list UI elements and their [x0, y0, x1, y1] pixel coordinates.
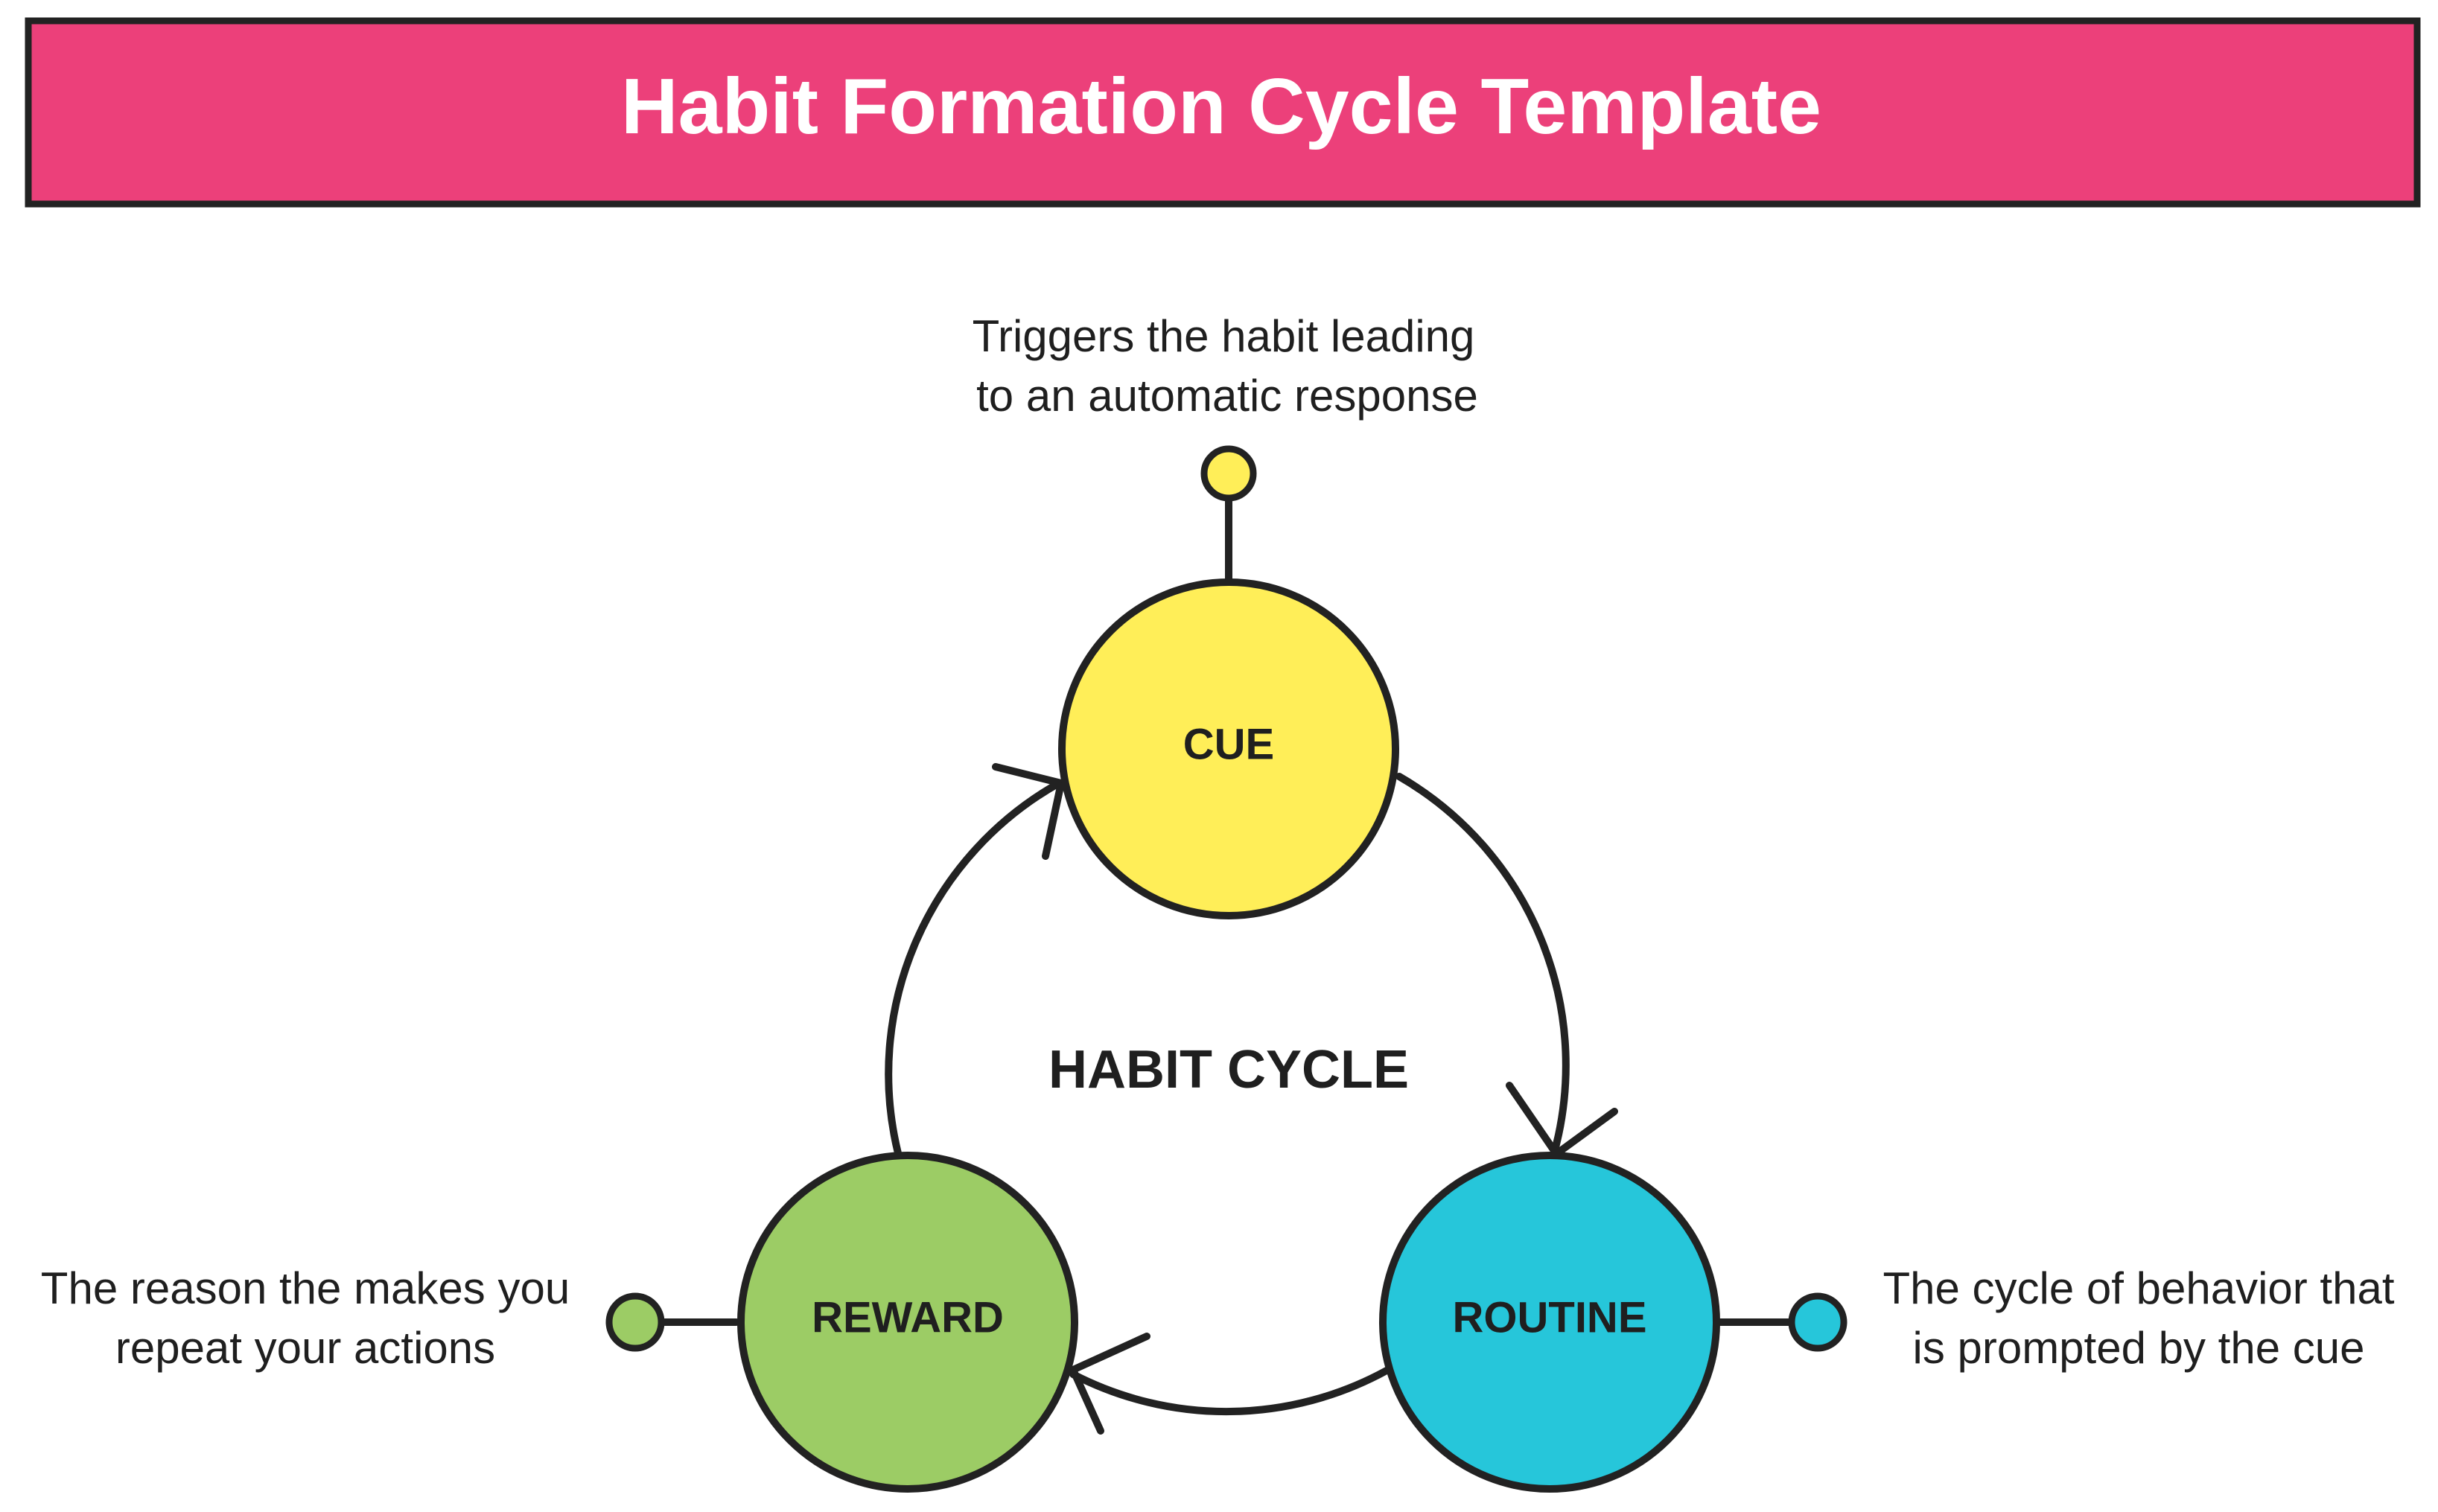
cue-connector-dot [1200, 445, 1257, 502]
arrowhead-cue [992, 763, 1065, 860]
reward-circle [737, 1152, 1078, 1493]
title-bar [25, 17, 2421, 208]
page-title: Habit Formation Cycle Template [621, 63, 1821, 150]
reward-label: REWARD [812, 1293, 1004, 1342]
center-label: HABIT CYCLE [1048, 1040, 1409, 1100]
reward-description-line: The reason the makes you [41, 1263, 570, 1313]
routine-label: ROUTINE [1453, 1293, 1647, 1342]
title-banner: Habit Formation Cycle Template [25, 17, 2421, 208]
cycle-arcs [885, 773, 1570, 1416]
routine-connector-dot [1788, 1292, 1847, 1352]
cue-description-line: Triggers the habit leading [973, 311, 1475, 361]
node-routine: ROUTINE [1379, 1152, 1720, 1493]
arc-routine-to-reward [1069, 1367, 1390, 1416]
node-cue: CUE [1058, 578, 1399, 919]
cue-description: Triggers the habit leading to an automat… [973, 311, 1478, 421]
arc-reward-to-cue [885, 779, 1063, 1157]
routine-description: The cycle of behavior that is prompted b… [1882, 1263, 2394, 1373]
cue-description-line: to an automatic response [976, 371, 1478, 421]
routine-description-line: is prompted by the cue [1912, 1323, 2364, 1373]
cue-circle [1058, 578, 1399, 919]
cue-label: CUE [1183, 720, 1274, 768]
reward-description-line: repeat your actions [115, 1323, 495, 1373]
connectors [605, 445, 1847, 1352]
routine-circle [1379, 1152, 1720, 1493]
routine-description-line: The cycle of behavior that [1882, 1263, 2394, 1313]
reward-connector-dot [605, 1292, 665, 1352]
node-reward: REWARD [737, 1152, 1078, 1493]
arrowhead-reward [1069, 1333, 1150, 1435]
reward-description: The reason the makes you repeat your act… [41, 1263, 570, 1373]
arc-cue-to-routine [1395, 773, 1570, 1162]
